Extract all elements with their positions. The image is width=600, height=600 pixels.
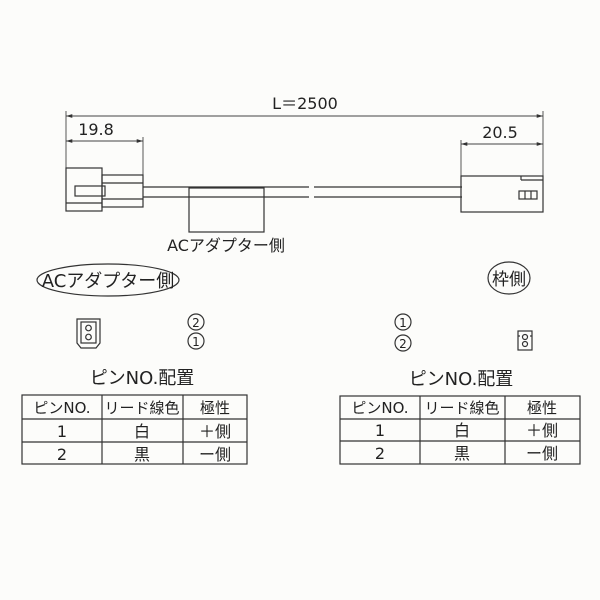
dimension-left: 19.8: [66, 120, 143, 143]
right-pin-table: ピンNO. リード線色 極性 1 白 ＋側 2 黒 ー側: [339, 395, 581, 465]
right-pin-top: 1: [399, 316, 407, 330]
right-side-section: 枠側 1 2 ピンNO.配置 ピンNO. リード線色 極性 1 白: [339, 261, 581, 465]
left-side-section: ACアダプター側 2 1 ピンNO.配置 ピンNO. リード線色 極性 1 白: [21, 263, 248, 465]
right-title: 枠側: [492, 270, 526, 290]
dimension-right: 20.5: [461, 123, 543, 146]
table-header: リード線色: [424, 399, 499, 417]
left-connector: [65, 167, 144, 212]
table-cell: ー側: [526, 444, 558, 463]
pin-circle-icon: [187, 313, 205, 331]
left-title-ellipse: [36, 263, 180, 297]
left-title: ACアダプター側: [42, 271, 175, 292]
total-length-label: L＝2500: [272, 94, 338, 113]
right-pin-bottom: 2: [399, 337, 407, 351]
table-header: 極性: [200, 399, 230, 417]
drawing-side-label: ACアダプター側: [167, 236, 285, 255]
table-cell: ＋側: [199, 422, 231, 441]
table-cell: 黒: [134, 445, 150, 464]
table-cell: 白: [134, 422, 150, 441]
right-width-label: 20.5: [482, 123, 518, 142]
table-cell: 黒: [454, 444, 470, 463]
extension-lines: [65, 111, 544, 180]
table-cell: ー側: [199, 445, 231, 464]
right-connector-face-icon: [517, 330, 533, 351]
pin-circle-icon: [394, 313, 412, 331]
pin-circle-icon: [187, 332, 205, 350]
left-pin-table: ピンNO. リード線色 極性 1 白 ＋側 2 黒 ー側: [21, 394, 248, 465]
table-cell: 2: [57, 445, 67, 464]
label-tag: [188, 187, 265, 233]
left-pin-layout-label: ピンNO.配置: [90, 368, 195, 389]
dimension-total: L＝2500: [66, 94, 543, 118]
table-cell: ＋側: [526, 421, 558, 440]
table-header: リード線色: [104, 399, 179, 417]
left-pin-top: 2: [192, 316, 200, 330]
right-pin-layout-label: ピンNO.配置: [409, 369, 514, 390]
right-title-ellipse: [487, 261, 531, 295]
table-header: ピンNO.: [351, 399, 408, 417]
left-connector-face-icon: [76, 318, 101, 349]
pin-circle-icon: [394, 334, 412, 352]
table-header: ピンNO.: [33, 399, 90, 417]
cable-wire: [143, 186, 462, 198]
left-width-label: 19.8: [78, 120, 114, 139]
table-header: 極性: [527, 399, 557, 417]
left-pin-bottom: 1: [192, 335, 200, 349]
right-connector: [460, 175, 544, 213]
table-cell: 1: [375, 421, 385, 440]
table-cell: 2: [375, 444, 385, 463]
table-cell: 1: [57, 422, 67, 441]
table-cell: 白: [454, 421, 470, 440]
